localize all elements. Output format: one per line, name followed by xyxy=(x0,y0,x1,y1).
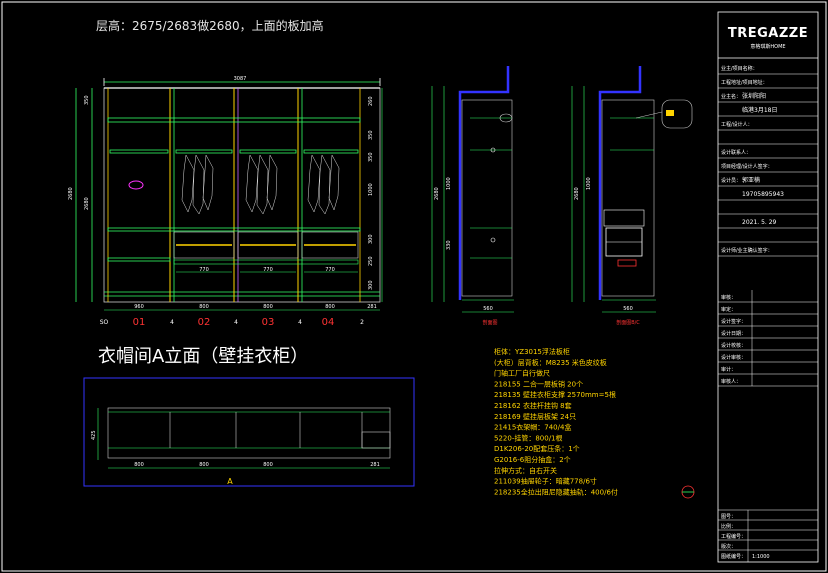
plan-dim-2: 800 xyxy=(199,462,209,468)
right-dim-5: 300 xyxy=(368,234,374,244)
title-block-label: 工程/设计人： xyxy=(721,121,753,128)
left-dim-3: 2680 xyxy=(84,197,90,210)
title-block-side-label: 审定： xyxy=(721,306,736,313)
gap-label-1: SO xyxy=(100,319,109,326)
gap-label-5: 2 xyxy=(360,319,364,326)
note-line: 5220-挂管：800/1根 xyxy=(494,433,563,442)
right-dim-2: 350 xyxy=(368,130,374,140)
title-block-label: 设计员： xyxy=(721,177,741,184)
bottom-dim-4: 800 xyxy=(325,304,335,310)
side-section-2: 2680 1000 560 剖面图B/C xyxy=(571,66,693,326)
side1-label: 剖面图 xyxy=(482,319,497,326)
plan-marker: A xyxy=(227,477,233,486)
title-block-bottom-label: 版次： xyxy=(721,543,736,550)
title-block-label: 项目经理/设计人签字： xyxy=(721,163,773,170)
drawing-title: 衣帽间A立面（壁挂衣柜） xyxy=(98,346,308,367)
header-note: 层高：2675/2683做2680，上面的板加高 xyxy=(96,18,324,33)
right-dim-7: 300 xyxy=(368,280,374,290)
side1-dim-a: 1000 xyxy=(446,177,452,190)
hanging-clothes xyxy=(181,154,340,215)
title-block-value: 19705895943 xyxy=(742,191,784,198)
title-block-value: 张圳阳阳 xyxy=(742,92,766,100)
title-block-side-label: 设计签字： xyxy=(721,318,746,325)
title-block-value: 2021. 5. 29 xyxy=(742,219,777,226)
note-line: 218155 二合一层板销 20个 xyxy=(494,379,583,388)
unit-label-04: 04 xyxy=(322,317,335,328)
inner-dim-1: 770 xyxy=(199,267,209,273)
title-block-bottom-label: 工程编号： xyxy=(721,533,746,540)
plan-dim-3: 800 xyxy=(263,462,273,468)
note-line: 218169 壁挂层板架 24只 xyxy=(494,412,576,421)
title-block-side-label: 审核人： xyxy=(721,378,741,385)
unit-label-03: 03 xyxy=(262,317,275,328)
title-block-side-label: 审计： xyxy=(721,366,736,373)
overall-width-dim: 3087 xyxy=(234,76,247,82)
left-dim-1: 350 xyxy=(84,95,90,105)
title-block-label: 设计联系人： xyxy=(721,149,751,156)
side1-dim-main: 2680 xyxy=(434,187,440,200)
right-dim-6: 250 xyxy=(368,256,374,266)
bottom-dim-3: 800 xyxy=(263,304,273,310)
bottom-dim-1: 960 xyxy=(134,304,144,310)
note-line: 拉伸方式：自右开关 xyxy=(494,466,557,475)
title-block-label: 业主/项目名称： xyxy=(721,65,758,72)
note-line: 21415衣架帽：740/4盒 xyxy=(494,423,571,432)
right-dim-4: 1000 xyxy=(368,183,374,196)
note-line: (大柜）层背板：M8235 米色皮纹板 xyxy=(494,358,607,367)
gap-label-3: 4 xyxy=(234,319,238,326)
side2-dim-main: 2680 xyxy=(574,187,580,200)
brand-subtitle: 意格琪斯HOME xyxy=(750,43,785,50)
note-line: 218135 壁挂衣柜支撑 2570mm=5根 xyxy=(494,390,616,399)
left-dim-2: 2680 xyxy=(68,187,74,200)
side-section-1: 2680 1000 330 560 剖面图 xyxy=(431,66,514,326)
main-elevation: 3087 350 2680 2680 xyxy=(68,76,383,328)
inner-dim-2: 770 xyxy=(263,267,273,273)
note-line: 218235全拉出阻尼隐藏抽轨：400/6付 xyxy=(494,487,618,496)
title-block-side-label: 审核： xyxy=(721,294,736,301)
title-block-side-label: 设计日期： xyxy=(721,330,746,337)
note-line: 柜体：YZ3015浮法板柜 xyxy=(494,347,570,356)
note-line: G2016-6阻分抽盒：2个 xyxy=(494,455,571,464)
title-block-label: 工程地址/项目地址： xyxy=(721,79,768,86)
title-block-side-label: 设计审核： xyxy=(721,354,746,361)
side2-dim-a: 1000 xyxy=(586,177,592,190)
side2-label: 剖面图B/C xyxy=(616,319,640,326)
unit-label-01: 01 xyxy=(133,317,146,328)
title-block-bottom-value: 1:1000 xyxy=(752,554,770,560)
note-line: 218162 衣挂杆挂钩 8套 xyxy=(494,401,572,410)
title-block-value: 临港3月18日 xyxy=(742,106,777,114)
side1-dim-bottom: 560 xyxy=(483,306,493,312)
unit-label-02: 02 xyxy=(198,317,211,328)
note-line: D1K206-20配套压条：1个 xyxy=(494,444,580,453)
brand-logo: TREGAZZE xyxy=(728,26,808,41)
right-dim-3: 350 xyxy=(368,152,374,162)
title-block: TREGAZZE 意格琪斯HOME 业主/项目名称： 工程地址/项目地址： 业主名：… xyxy=(717,11,819,563)
note-line: 门轴工厂自行做尺 xyxy=(494,369,550,378)
title-block-bottom-label: 比例： xyxy=(721,523,736,530)
title-block-label: 业主名： xyxy=(721,93,741,100)
title-block-value: 郭亚楠 xyxy=(742,176,760,184)
title-block-bottom-label: 图号： xyxy=(721,514,736,520)
plan-view: 425 800 800 800 281 A xyxy=(83,377,415,487)
side2-dim-bottom: 560 xyxy=(623,306,633,312)
side1-dim-b: 330 xyxy=(446,240,452,250)
magenta-marker xyxy=(128,180,144,190)
right-dim-1: 260 xyxy=(368,96,374,106)
plan-dim-4: 281 xyxy=(370,462,380,468)
title-block-side-label: 设计校核： xyxy=(721,342,746,349)
bottom-dim-2: 800 xyxy=(199,304,209,310)
plan-dim-depth: 425 xyxy=(91,430,97,440)
notes-block: 柜体：YZ3015浮法板柜 (大柜）层背板：M8235 米色皮纹板门轴工厂自行做尺… xyxy=(494,347,618,496)
inner-dim-3: 770 xyxy=(325,267,335,273)
gap-label-2: 4 xyxy=(170,319,174,326)
note-line: 211039抽屉轮子：暗藏778/6寸 xyxy=(494,477,597,486)
title-block-label: 设计师/业主确认签字： xyxy=(721,247,773,254)
plan-dim-1: 800 xyxy=(134,462,144,468)
title-block-bottom-label: 图纸编号： xyxy=(721,553,746,560)
bottom-dim-5: 281 xyxy=(367,304,377,310)
gap-label-4: 4 xyxy=(298,319,302,326)
